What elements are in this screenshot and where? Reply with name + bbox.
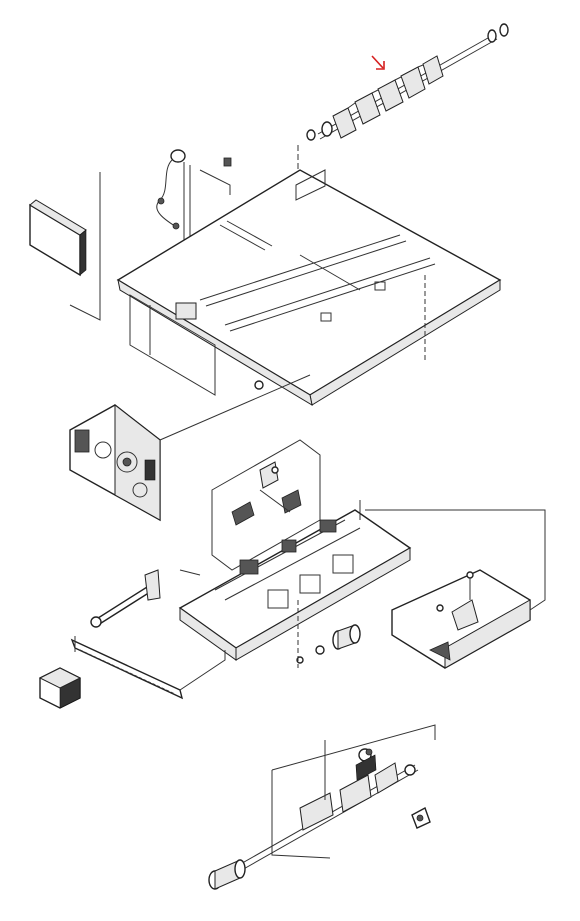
- shaft-collar-screw: [411, 806, 431, 829]
- side-cover-panel: [29, 172, 101, 321]
- link-arm: [90, 569, 201, 628]
- shaft-washer: [306, 129, 316, 141]
- e-ring-right: [499, 23, 509, 37]
- lifter-frame: [178, 500, 520, 661]
- roller-sleeve: [296, 600, 361, 668]
- drive-gear-assembly: [69, 374, 311, 522]
- roller-segment: [332, 55, 444, 139]
- tray-base-plate: [116, 169, 502, 407]
- e-ring-left: [487, 29, 497, 43]
- connector-block: [38, 667, 82, 709]
- pcb-sub-assembly: [211, 439, 321, 571]
- feed-roller-shaft: [297, 23, 509, 370]
- guide-rail: [70, 636, 226, 700]
- pickup-roller-shaft: [208, 724, 436, 890]
- shaft-bushing: [321, 121, 333, 137]
- callout-arrow-icon: [371, 55, 385, 70]
- right-cover: [391, 509, 546, 669]
